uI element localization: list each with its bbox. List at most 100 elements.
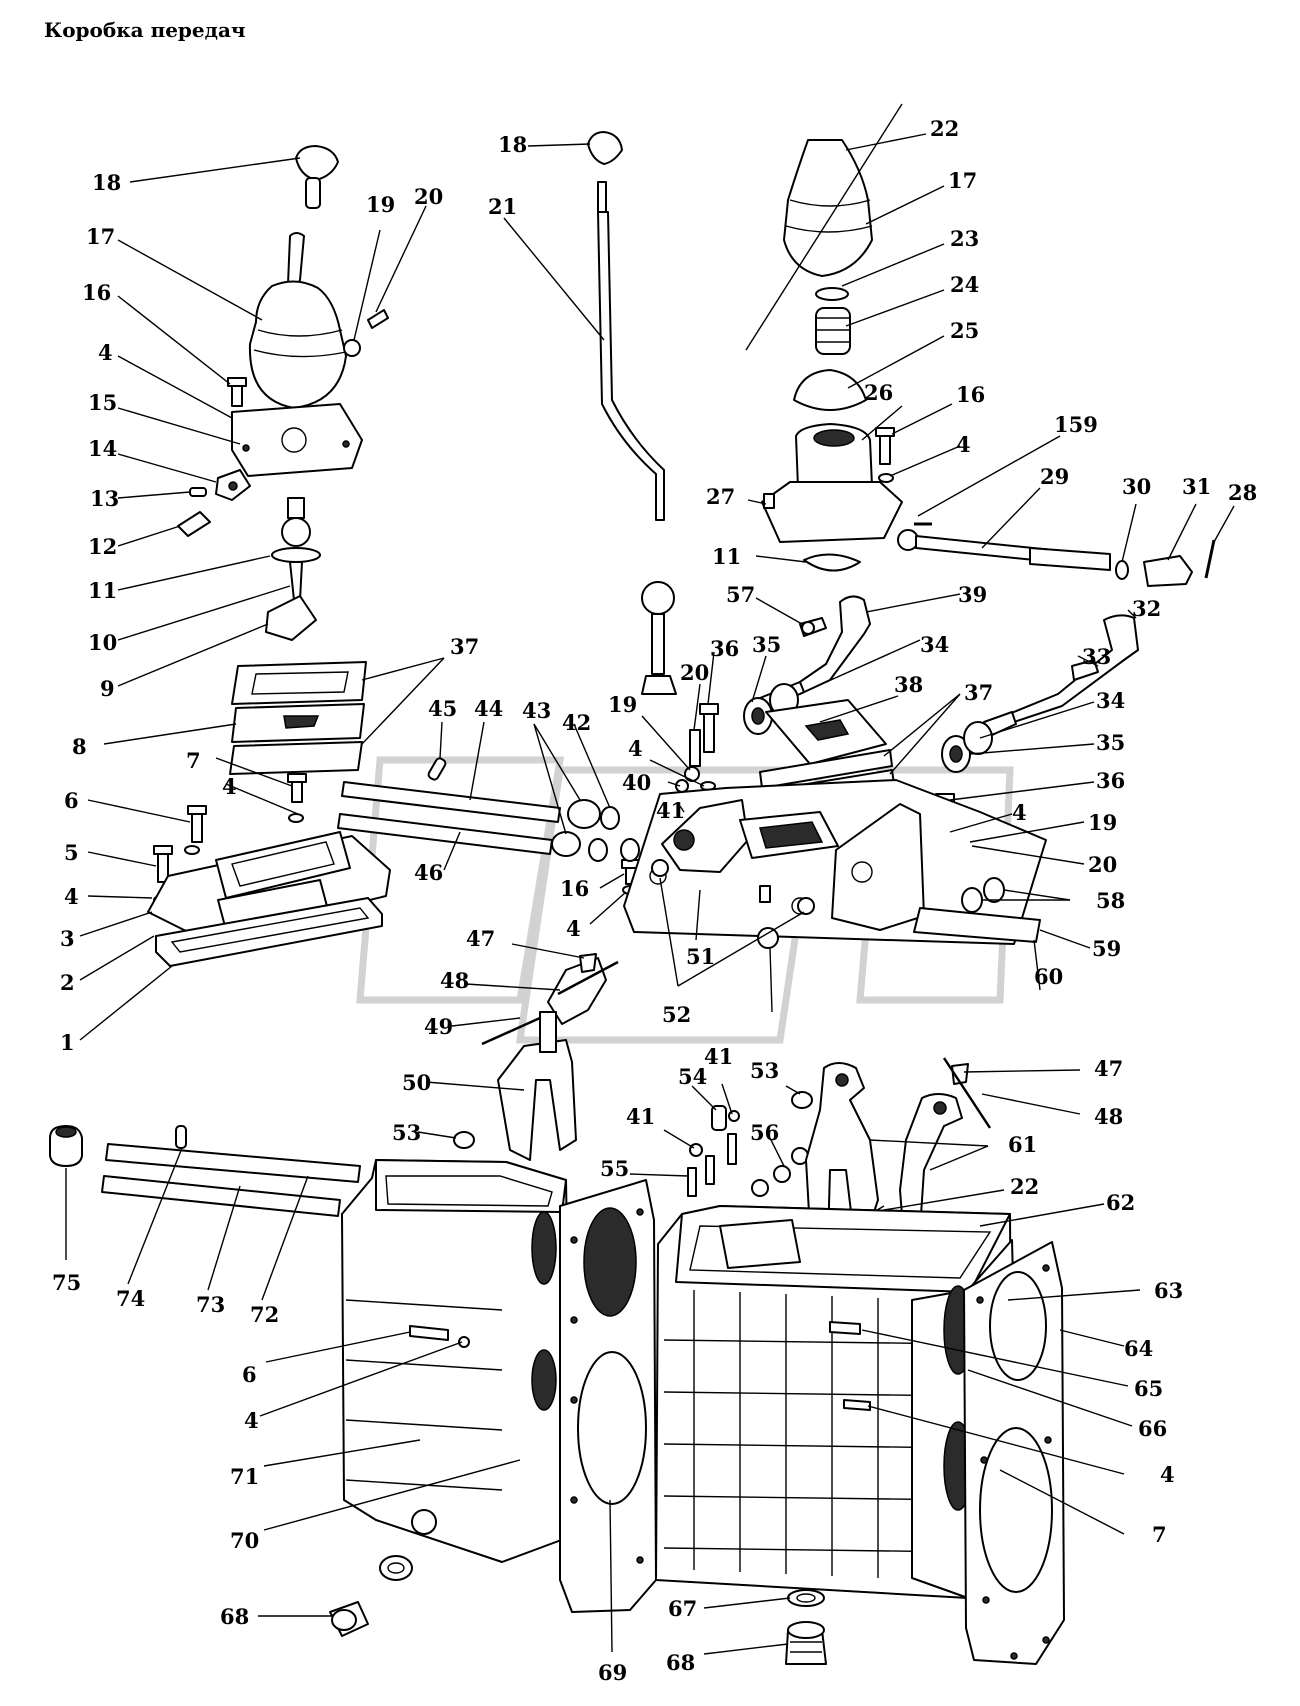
callout-c57: 58 xyxy=(1096,888,1125,913)
callout-c64: 45 xyxy=(428,696,457,721)
callout-c106: 68 xyxy=(666,1650,695,1675)
callout-c77: 53 xyxy=(392,1120,421,1145)
callout-c2: 17 xyxy=(86,224,115,249)
bushing-75 xyxy=(49,1125,83,1167)
callout-c30: 25 xyxy=(950,318,979,343)
callout-c43: 32 xyxy=(1132,596,1161,621)
plate-64 xyxy=(963,1241,1065,1665)
callout-c101: 71 xyxy=(230,1464,259,1489)
housing-left xyxy=(341,1159,573,1563)
bolt-7-left xyxy=(287,773,307,803)
ball-joint-11-right xyxy=(803,553,861,572)
callout-c96: 74 xyxy=(116,1286,145,1311)
callout-c48: 33 xyxy=(1082,644,1111,669)
callout-c14: 6 xyxy=(64,788,79,813)
pin-57 xyxy=(799,617,827,637)
callout-c86: 61 xyxy=(1008,1132,1037,1157)
spring-55-a xyxy=(687,1167,697,1197)
callout-c54: 4 xyxy=(1012,800,1027,825)
ball-52-a xyxy=(651,859,669,877)
callout-c37: 31 xyxy=(1182,474,1211,499)
callout-c69: 16 xyxy=(560,876,589,901)
callout-c9: 11 xyxy=(88,578,117,603)
washer-4-housing xyxy=(458,1336,470,1348)
callout-c65: 44 xyxy=(474,696,503,721)
plate-69 xyxy=(559,1179,657,1613)
callout-c7: 13 xyxy=(90,486,119,511)
gasket-1 xyxy=(155,897,383,967)
callout-c15: 5 xyxy=(64,840,79,865)
pin-45 xyxy=(427,757,447,781)
callout-c5: 15 xyxy=(88,390,117,415)
callout-c51: 34 xyxy=(1096,688,1125,713)
callout-c68: 46 xyxy=(414,860,443,885)
seal-34-right xyxy=(963,721,993,755)
callout-c97: 73 xyxy=(196,1292,225,1317)
callout-c74: 48 xyxy=(440,968,469,993)
ball-joint-11-left xyxy=(271,497,321,563)
rod-29 xyxy=(897,529,1111,571)
callout-c45: 34 xyxy=(920,632,949,657)
ring-67-left xyxy=(379,1555,413,1581)
pin-48-right xyxy=(942,1057,992,1129)
bolt-36-center xyxy=(699,703,719,753)
cover-15-left xyxy=(231,403,363,477)
callout-c22: 37 xyxy=(450,634,479,659)
ring-42-a xyxy=(600,806,620,830)
detent-parts xyxy=(453,859,815,1197)
callout-c38: 28 xyxy=(1228,480,1257,505)
cable-22-top xyxy=(745,103,903,351)
right-boot-assembly xyxy=(745,103,903,572)
callout-c31: 26 xyxy=(864,380,893,405)
plug-53-left xyxy=(453,1131,475,1149)
callout-c78: 54 xyxy=(678,1064,707,1089)
callout-c85: 48 xyxy=(1094,1104,1123,1129)
callout-c63: 41 xyxy=(656,798,685,823)
callout-c34: 159 xyxy=(1054,412,1098,437)
callout-c10: 10 xyxy=(88,630,117,655)
callout-c50: 37 xyxy=(964,680,993,705)
callout-c52: 35 xyxy=(1096,730,1125,755)
bushing-35-left xyxy=(743,697,773,735)
callout-c35: 29 xyxy=(1040,464,1069,489)
shafts-72-75 xyxy=(49,1125,361,1217)
left-lever-assembly xyxy=(177,145,367,775)
callout-c17: 3 xyxy=(60,926,75,951)
washer-23 xyxy=(815,287,849,301)
callout-c44: 35 xyxy=(752,632,781,657)
pin-47-right xyxy=(951,1063,969,1085)
upper-housing-plate xyxy=(623,779,1047,945)
callout-c76: 50 xyxy=(402,1070,431,1095)
callout-c33: 4 xyxy=(956,432,971,457)
bushing-43-a xyxy=(567,799,601,829)
callout-c66: 43 xyxy=(522,698,551,723)
pin-74 xyxy=(175,1125,187,1149)
callout-c75: 49 xyxy=(424,1014,453,1039)
ring-67-center xyxy=(787,1589,825,1607)
nut-19-left xyxy=(343,339,361,357)
callout-c55: 19 xyxy=(1088,810,1117,835)
bolt-16-right xyxy=(875,427,895,465)
callout-c8: 12 xyxy=(88,534,117,559)
callout-c98: 72 xyxy=(250,1302,279,1327)
callout-c53: 36 xyxy=(1096,768,1125,793)
washer-4-right xyxy=(878,473,894,483)
plug-12 xyxy=(177,511,211,537)
shafts-44-46 xyxy=(337,757,640,862)
callout-c72: 52 xyxy=(662,1002,691,1027)
callout-c83: 56 xyxy=(750,1120,779,1145)
callout-c32: 16 xyxy=(956,382,985,407)
bushing-43-b xyxy=(551,831,581,857)
callout-c20: 19 xyxy=(366,192,395,217)
joint-31 xyxy=(1143,555,1193,587)
callout-c88: 62 xyxy=(1106,1190,1135,1215)
callout-c6: 14 xyxy=(88,436,117,461)
pin-49 xyxy=(481,1016,541,1046)
callout-c23: 4 xyxy=(222,774,237,799)
callout-c89: 63 xyxy=(1154,1278,1183,1303)
callout-c13: 7 xyxy=(186,748,201,773)
plug-53-right xyxy=(791,1091,813,1109)
callout-c11: 9 xyxy=(100,676,115,701)
washer-4-b xyxy=(184,845,200,855)
housing-ribs xyxy=(663,1290,967,1580)
